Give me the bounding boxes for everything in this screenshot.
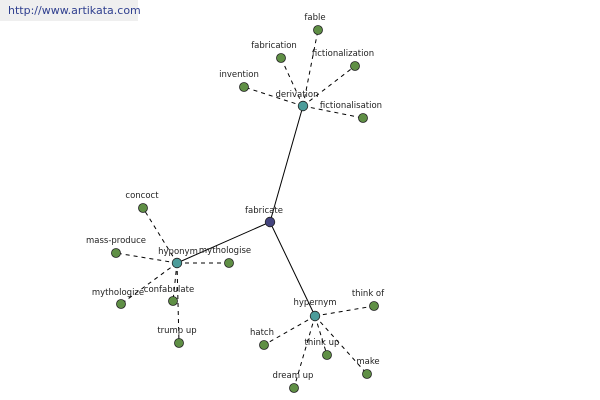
node-fable[interactable]	[313, 25, 323, 35]
label-fabrication[interactable]: fabrication	[251, 41, 297, 51]
node-trump-up[interactable]	[174, 338, 184, 348]
label-fictionalisation[interactable]: fictionalisation	[320, 101, 382, 111]
edge-hyponym-concoct	[142, 207, 178, 264]
label-dream-up[interactable]: dream up	[273, 371, 314, 381]
node-hatch[interactable]	[259, 340, 269, 350]
node-think-of[interactable]	[369, 301, 379, 311]
graph-nodes	[111, 25, 379, 393]
node-fabricate[interactable]	[264, 216, 276, 228]
label-derivation[interactable]: derivation	[275, 90, 318, 100]
edge-hyponym-mythologize	[120, 262, 178, 305]
label-mythologise[interactable]: mythologise	[199, 246, 251, 256]
label-think-of[interactable]: think of	[352, 289, 385, 299]
source-url-banner[interactable]: http://www.artikata.com	[0, 0, 141, 21]
edge-hypernym-make	[314, 315, 368, 375]
edge-fabricate-hypernym	[269, 221, 316, 317]
edge-hyponym-mass-produce	[115, 252, 178, 264]
edge-derivation-fictionalisation	[302, 105, 364, 119]
edge-derivation-invention	[243, 86, 304, 107]
edge-derivation-fictionalization	[302, 65, 356, 107]
label-mythologize[interactable]: mythologize	[92, 288, 144, 298]
label-fable[interactable]: fable	[304, 13, 325, 23]
node-fictionalization[interactable]	[350, 61, 360, 71]
node-concoct[interactable]	[138, 203, 148, 213]
node-invention[interactable]	[239, 82, 249, 92]
edge-hypernym-think-of	[314, 305, 375, 317]
node-hypernym[interactable]	[309, 310, 321, 322]
node-mass-produce[interactable]	[111, 248, 121, 258]
edge-hypernym-hatch	[263, 315, 316, 346]
label-fictionalization[interactable]: fictionalization	[312, 49, 374, 59]
node-derivation[interactable]	[297, 100, 309, 112]
edge-hypernym-think-up	[314, 315, 328, 356]
node-hyponym[interactable]	[171, 257, 183, 269]
node-confabulate[interactable]	[168, 296, 178, 306]
label-hypernym[interactable]: hypernym	[293, 298, 336, 308]
label-hatch[interactable]: hatch	[250, 328, 274, 338]
edge-derivation-fable	[302, 29, 319, 107]
edge-derivation-fabrication	[280, 57, 304, 107]
graph-edges	[115, 29, 375, 389]
label-fabricate[interactable]: fabricate	[245, 206, 283, 216]
node-think-up[interactable]	[322, 350, 332, 360]
label-trump-up[interactable]: trump up	[157, 326, 196, 336]
node-make[interactable]	[362, 369, 372, 379]
label-confabulate[interactable]: confabulate	[144, 285, 194, 295]
edge-fabricate-hyponym	[176, 221, 271, 264]
edge-fabricate-derivation	[269, 105, 304, 223]
label-mass-produce[interactable]: mass-produce	[86, 236, 146, 246]
node-fictionalisation[interactable]	[358, 113, 368, 123]
label-make[interactable]: make	[356, 357, 379, 367]
node-mythologize[interactable]	[116, 299, 126, 309]
edge-hyponym-confabulate	[172, 262, 178, 302]
node-mythologise[interactable]	[224, 258, 234, 268]
label-concoct[interactable]: concoct	[125, 191, 159, 201]
label-invention[interactable]: invention	[219, 70, 259, 80]
label-hyponym[interactable]: hyponym	[158, 247, 198, 257]
node-dream-up[interactable]	[289, 383, 299, 393]
label-think-up[interactable]: think up	[305, 338, 340, 348]
edge-hyponym-trump-up	[176, 262, 180, 344]
graph-labels: fabricate derivation hyponym hypernym fable f…	[86, 13, 385, 381]
node-fabrication[interactable]	[276, 53, 286, 63]
